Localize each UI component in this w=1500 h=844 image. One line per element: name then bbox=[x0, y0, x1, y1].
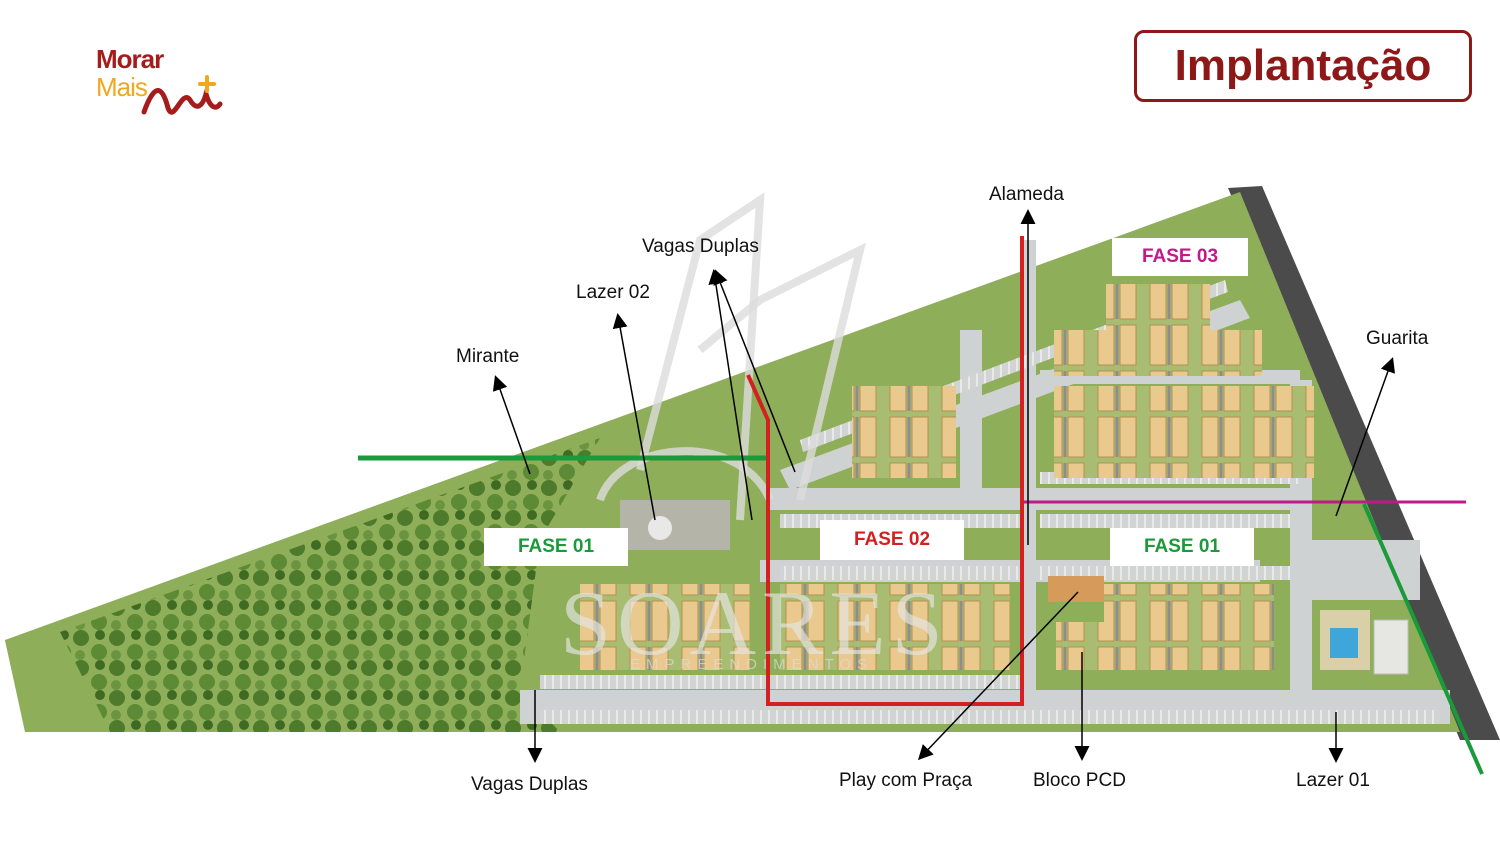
label-vagas-duplas-bottom: Vagas Duplas bbox=[471, 774, 588, 795]
label-alameda: Alameda bbox=[989, 184, 1064, 205]
label-guarita: Guarita bbox=[1366, 328, 1429, 349]
map-arrow-icon bbox=[1335, 357, 1396, 517]
page-title: Implantação bbox=[1134, 30, 1472, 102]
phase-label-fase02: FASE 02 bbox=[820, 520, 964, 560]
phase-lines bbox=[358, 236, 1484, 775]
residential-blocks bbox=[580, 284, 1314, 670]
label-mirante: Mirante bbox=[456, 346, 520, 367]
map-arrow-icon bbox=[612, 313, 656, 521]
label-lazer-02: Lazer 02 bbox=[576, 282, 650, 303]
map-arrow-icon bbox=[708, 269, 753, 521]
brand-logo: Morar Mais bbox=[96, 44, 236, 124]
forest-area bbox=[60, 438, 600, 732]
brand-name-line2: Mais bbox=[96, 72, 148, 102]
brand-name-line1: Morar bbox=[96, 44, 164, 74]
label-play-praca: Play com Praça bbox=[839, 770, 973, 791]
label-vagas-duplas-top: Vagas Duplas bbox=[642, 236, 759, 257]
brand-wave-icon bbox=[141, 75, 223, 115]
watermark-text: SOARES bbox=[560, 572, 949, 674]
phase-label-fase01-right: FASE 01 bbox=[1110, 528, 1254, 566]
map-arrow-icon bbox=[492, 375, 531, 475]
phase-label-fase03: FASE 03 bbox=[1112, 238, 1248, 276]
watermark-subtext: EMPREENDIMENTOS bbox=[630, 656, 874, 673]
phase-label-fase01-left: FASE 01 bbox=[484, 528, 628, 566]
map-arrow-icon bbox=[917, 591, 1079, 761]
leisure-areas bbox=[620, 500, 1409, 675]
annotation-arrows bbox=[492, 209, 1396, 763]
label-bloco-pcd: Bloco PCD bbox=[1033, 770, 1126, 791]
label-lazer-01: Lazer 01 bbox=[1296, 770, 1370, 791]
map-arrow-icon bbox=[713, 269, 796, 473]
